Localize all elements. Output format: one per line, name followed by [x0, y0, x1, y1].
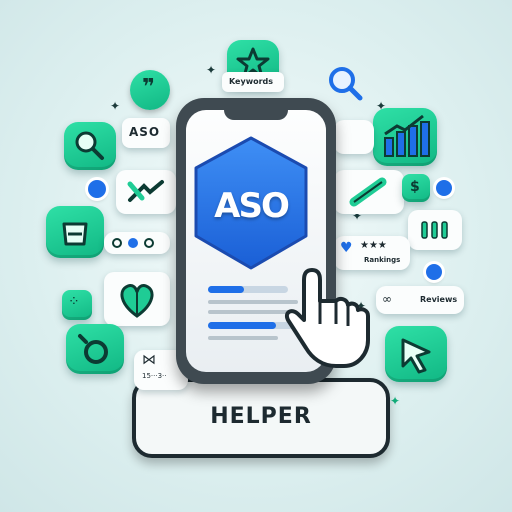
- shopping-bag-icon: [62, 222, 88, 246]
- blue-dot: [426, 264, 442, 280]
- heart-icon: ♥: [340, 240, 353, 256]
- quote-icon: ❞: [142, 75, 155, 100]
- text-line: [208, 310, 292, 314]
- pencil-icon: [349, 177, 387, 207]
- text-line: [208, 336, 278, 340]
- bars-card[interactable]: [408, 210, 462, 250]
- transfer-card[interactable]: [116, 170, 176, 214]
- magnifier-icon: [329, 67, 363, 101]
- dots-grid-icon: ⁘: [68, 294, 80, 310]
- blue-dot: [88, 180, 106, 198]
- progress-bar: [208, 286, 288, 293]
- text-line: [208, 300, 298, 304]
- aso-bubble-label: ASO: [129, 125, 161, 139]
- page-dot: [128, 238, 138, 248]
- stat-label: 15···3··: [142, 372, 167, 380]
- aso-hexagon-logo: [194, 136, 308, 270]
- sparkle-icon: ✦: [110, 99, 121, 113]
- sparkle-icon: ✦: [376, 99, 387, 113]
- revenue-tile[interactable]: $: [402, 174, 430, 202]
- page-dot: [112, 238, 122, 248]
- sparkle-icon: ✦: [206, 63, 217, 77]
- leaf-heart-icon: [120, 284, 154, 318]
- page-dots-card[interactable]: [104, 232, 170, 254]
- helper-platform[interactable]: HELPER: [132, 378, 390, 458]
- ring-icon: [78, 334, 108, 364]
- rankings-label: Rankings: [364, 256, 401, 264]
- arrow-cursor-icon: [401, 338, 431, 374]
- chart-side-card: [334, 120, 374, 154]
- grid-tile[interactable]: ⁘: [62, 290, 92, 320]
- ring-tile[interactable]: [66, 324, 124, 374]
- bar-chart-icon: [384, 114, 430, 157]
- transfer-arrows-icon: [127, 180, 164, 202]
- pointing-hand-icon: [285, 268, 370, 368]
- reviews-card[interactable]: ∞ Reviews: [376, 286, 464, 314]
- sparkle-icon: ✦: [390, 394, 401, 408]
- bookmark-icon: ⋈: [142, 352, 156, 368]
- reviews-icon: ∞: [382, 292, 392, 306]
- keywords-label: Keywords: [229, 77, 274, 86]
- dollar-icon: $: [410, 179, 420, 195]
- sparkle-icon: ✦: [356, 299, 367, 313]
- helper-label: HELPER: [210, 404, 312, 429]
- star-icon: [236, 47, 270, 79]
- phone-notch: [224, 110, 288, 120]
- double-quote-bubble[interactable]: ❞: [130, 70, 170, 110]
- edit-card[interactable]: [334, 170, 404, 214]
- equalizer-icon: [421, 221, 448, 239]
- progress-bar: [208, 322, 298, 329]
- aso-bubble[interactable]: ASO: [122, 118, 170, 148]
- keywords-badge[interactable]: Keywords: [222, 72, 284, 92]
- search-icon: [75, 131, 104, 160]
- search-tile[interactable]: [64, 122, 116, 170]
- page-dot: [144, 238, 154, 248]
- sparkle-icon: ✦: [352, 209, 363, 223]
- growth-chart-tile[interactable]: [373, 108, 437, 166]
- aso-logo-text: ASO: [214, 186, 290, 226]
- favorite-card[interactable]: [104, 272, 170, 326]
- rankings-card[interactable]: ♥ ★★★ Rankings: [334, 236, 410, 270]
- reviews-label: Reviews: [420, 295, 458, 304]
- store-tile[interactable]: [46, 206, 104, 258]
- blue-dot: [436, 180, 452, 196]
- stars-icon: ★★★: [360, 240, 387, 251]
- cursor-tile[interactable]: [385, 326, 447, 382]
